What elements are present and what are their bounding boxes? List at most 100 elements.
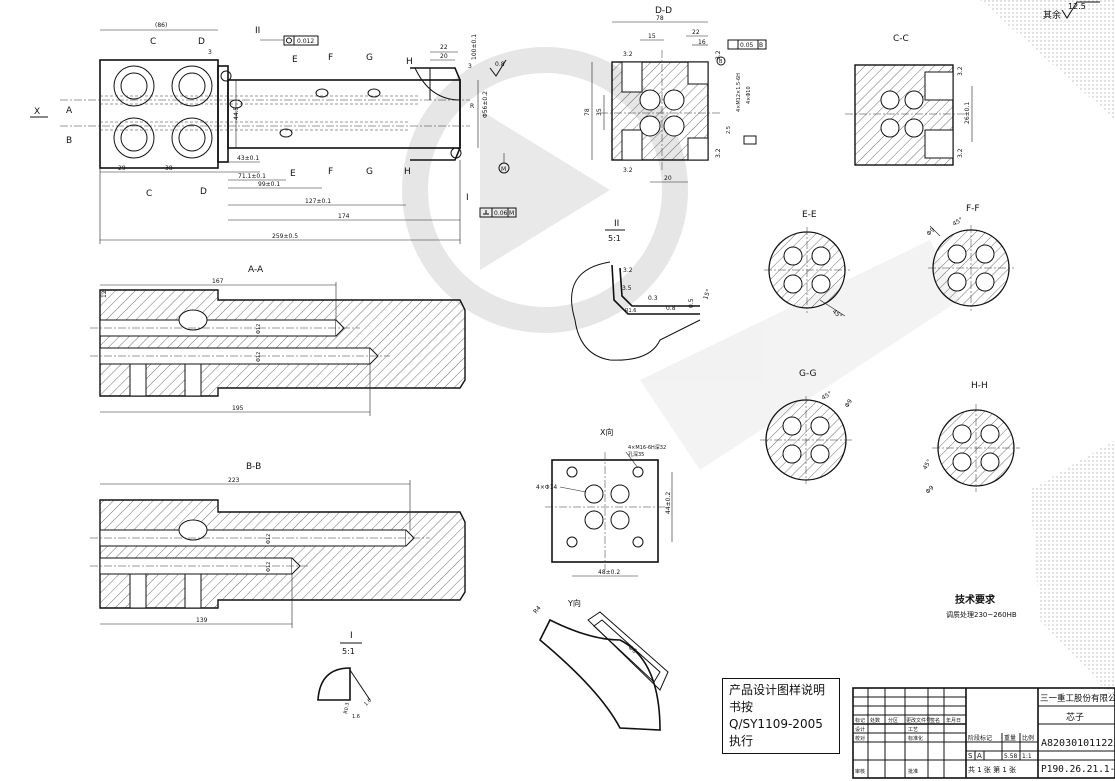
svg-text:(86): (86) [155,22,167,29]
svg-text:B: B [719,59,723,65]
svg-text:1.6: 1.6 [352,714,360,720]
svg-text:5.58: 5.58 [1004,753,1018,760]
svg-text:127±0.1: 127±0.1 [305,198,331,205]
svg-text:设计: 设计 [855,726,865,733]
standard-note: 产品设计图样说明书按 Q/SY1109-2005执行 [722,678,840,754]
section-ff: F-F Φ9 45° [925,204,1014,311]
svg-text:审核: 审核 [855,768,865,775]
detail-ii-title: II [614,219,619,229]
detail-ii-scale: 5:1 [608,234,621,243]
svg-text:F: F [328,53,333,63]
svg-text:3.2: 3.2 [623,167,633,174]
svg-text:标记: 标记 [855,717,865,724]
svg-text:3: 3 [208,49,212,56]
standard-note-line-2: Q/SY1109-2005执行 [729,717,823,748]
aa-title: A-A [248,265,264,275]
svg-text:3.2: 3.2 [623,267,633,274]
svg-text:Φ6: Φ6 [627,644,638,655]
svg-text:78: 78 [656,15,664,22]
svg-text:4×Φ10: 4×Φ10 [746,86,752,104]
svg-text:C: C [146,189,152,199]
svg-text:批准: 批准 [908,768,918,775]
svg-text:G-G: G-G [799,369,817,379]
svg-text:II: II [255,26,260,36]
svg-text:3.2: 3.2 [715,148,722,158]
svg-text:3: 3 [468,63,472,70]
svg-text:3.2: 3.2 [715,50,722,60]
svg-text:Φ9: Φ9 [925,226,936,237]
svg-text:Φ9: Φ9 [924,484,935,495]
svg-text:F: F [328,167,333,177]
cc-title: C-C [893,34,909,44]
x-view: X向 4×Φ14 4×M16-6H深32 孔深35 44±0.2 48±0.2 [536,427,673,577]
svg-text:71.1±0.1: 71.1±0.1 [238,173,266,180]
svg-text:Φ9: Φ9 [844,398,854,409]
svg-text:22: 22 [692,29,700,36]
section-aa: A-A 167 12 195 Φ12 Φ12 [90,265,466,416]
x-view-title: X向 [600,427,613,437]
svg-text:孔深35: 孔深35 [628,451,644,458]
svg-text:195: 195 [232,405,244,412]
svg-text:0.5: 0.5 [688,298,695,308]
svg-text:处数: 处数 [870,717,880,724]
svg-text:标准化: 标准化 [908,735,923,742]
svg-text:G: G [366,167,373,177]
svg-text:Φ12: Φ12 [256,324,262,334]
svg-text:签名: 签名 [930,717,940,724]
svg-text:M: M [501,166,506,173]
svg-text:223: 223 [228,477,240,484]
tech-title: 技术要求 [955,593,996,606]
svg-text:B: B [66,136,72,146]
detail-i-title: I [350,631,353,641]
svg-text:G: G [366,53,373,63]
standard-note-line-1: 产品设计图样说明书按 [729,683,826,714]
corner-dot-watermark [980,0,1115,700]
svg-text:15°: 15° [702,288,712,300]
drawing-number: A820301011223 [1041,738,1115,749]
svg-text:3.2: 3.2 [623,51,633,58]
svg-text:E: E [290,169,296,179]
svg-text:174: 174 [338,213,350,220]
svg-text:45°: 45° [821,390,834,401]
svg-text:B: B [759,42,763,49]
cc-view: C-C 26±0.1 3.2 3.2 [845,34,973,166]
svg-text:年月日: 年月日 [946,717,961,724]
svg-text:H: H [406,57,413,67]
svg-text:重量: 重量 [1004,734,1016,742]
svg-text:0.012: 0.012 [297,38,314,45]
svg-text:A: A [977,752,982,760]
svg-text:2.5: 2.5 [726,126,732,134]
section-bb: B-B 223 139 Φ12 Φ12 [90,462,466,628]
svg-text:R: R [470,103,474,110]
svg-text:R0.3: R0.3 [343,702,351,714]
svg-text:E-E: E-E [802,210,817,220]
svg-text:M: M [509,210,514,217]
svg-text:29: 29 [118,165,126,172]
svg-text:H: H [404,167,411,177]
svg-text:4×M16-6H深32: 4×M16-6H深32 [628,444,666,451]
svg-text:校对: 校对 [855,735,865,742]
port-circles [113,65,232,159]
y-view: Y向 R4 Φ6 [532,598,669,731]
svg-text:D: D [198,37,205,47]
svg-text:分区: 分区 [888,717,898,724]
svg-text:I: I [466,193,469,203]
svg-text:99±0.1: 99±0.1 [258,181,280,188]
corner-roughness-label: 其余 [1043,9,1061,21]
svg-text:45°: 45° [952,216,965,227]
svg-text:12: 12 [101,290,108,298]
svg-text:139: 139 [196,617,208,624]
svg-text:4×Φ14: 4×Φ14 [536,484,557,491]
svg-text:35: 35 [596,108,603,116]
title-block: 标记 处数 分区 更改文件号 签名 年月日 设计 校对 审核 工艺 标准化 批准… [852,687,1115,779]
svg-text:1.6: 1.6 [363,698,373,708]
svg-text:Φ12: Φ12 [266,534,272,544]
svg-text:20: 20 [440,53,448,60]
corner-roughness: 其余 12.5 [1043,1,1100,21]
detail-i: I 5:1 R0.3 1.6 1.6 [317,631,373,720]
svg-text:1:1: 1:1 [1022,753,1032,760]
svg-text:78: 78 [584,108,591,116]
svg-text:3.2: 3.2 [957,148,964,158]
svg-text:阶段标记: 阶段标记 [968,734,992,742]
